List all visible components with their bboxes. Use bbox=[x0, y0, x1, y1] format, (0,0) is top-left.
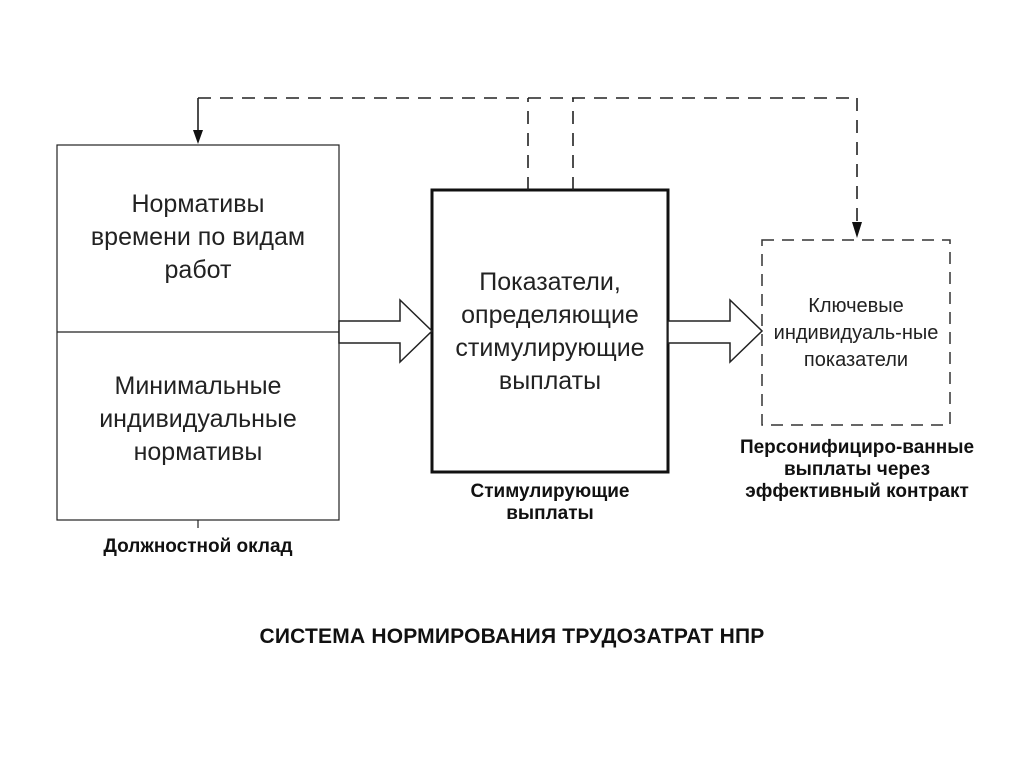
center-block-text: Показатели, определяющие стимулирующие в… bbox=[455, 268, 645, 395]
right-block-frame bbox=[761, 239, 951, 426]
right-block-caption: Персонифициро-ванные выплаты через эффек… bbox=[739, 437, 975, 502]
dashed-feedback-lines bbox=[198, 97, 858, 222]
arrow-left-to-center bbox=[338, 298, 434, 364]
left-block-caption: Должностной оклад bbox=[103, 536, 293, 557]
center-block-caption: Стимулирующие выплаты bbox=[470, 481, 630, 524]
left-block-top-text: Нормативы времени по видам работ bbox=[90, 190, 306, 284]
arrowhead-right-block bbox=[852, 222, 862, 238]
left-block-bottom-text: Минимальные индивидуальные нормативы bbox=[99, 372, 297, 466]
arrow-center-to-right bbox=[667, 298, 764, 364]
arrowhead-left-block bbox=[193, 130, 203, 144]
slide-title: СИСТЕМА НОРМИРОВАНИЯ ТРУДОЗАТРАТ НПР bbox=[259, 625, 765, 648]
right-block-text: Ключевые индивидуаль-ные показатели bbox=[773, 295, 939, 371]
center-block-frame bbox=[430, 188, 670, 474]
